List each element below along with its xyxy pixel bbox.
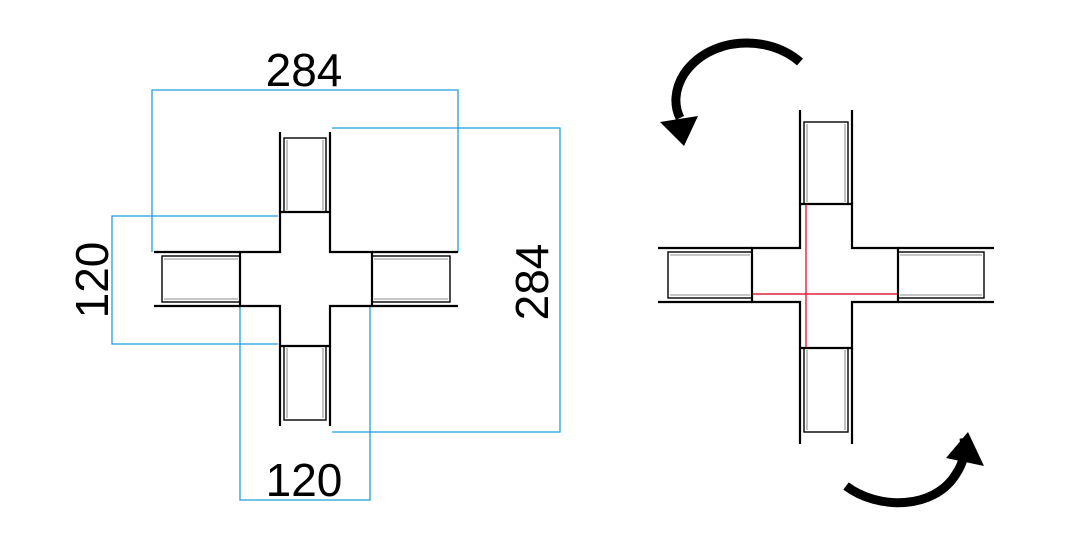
dimension-label-bottom: 120 bbox=[266, 454, 343, 506]
curved-arrow-clockwise-icon bbox=[843, 432, 984, 508]
bottom-arm-right bbox=[798, 347, 854, 444]
top-arm-right bbox=[798, 110, 854, 205]
right-arm-right bbox=[897, 246, 994, 304]
dimension-label-right: 284 bbox=[506, 244, 558, 321]
dimension-label-left: 120 bbox=[66, 242, 118, 319]
right-cross-view bbox=[658, 38, 994, 508]
bottom-arm bbox=[278, 345, 332, 426]
center-hub bbox=[238, 210, 374, 348]
center-crosshair bbox=[752, 204, 898, 348]
left-arm bbox=[154, 250, 241, 308]
right-arm bbox=[371, 250, 458, 308]
left-arm-right bbox=[658, 246, 753, 304]
dimension-label-top: 284 bbox=[266, 44, 343, 96]
top-arm bbox=[278, 132, 332, 213]
curved-arrow-counterclockwise-icon bbox=[660, 38, 803, 146]
left-cross-view: 284 284 120 120 bbox=[66, 44, 561, 506]
dimension-lines bbox=[111, 89, 561, 501]
center-hub-right bbox=[750, 202, 900, 350]
